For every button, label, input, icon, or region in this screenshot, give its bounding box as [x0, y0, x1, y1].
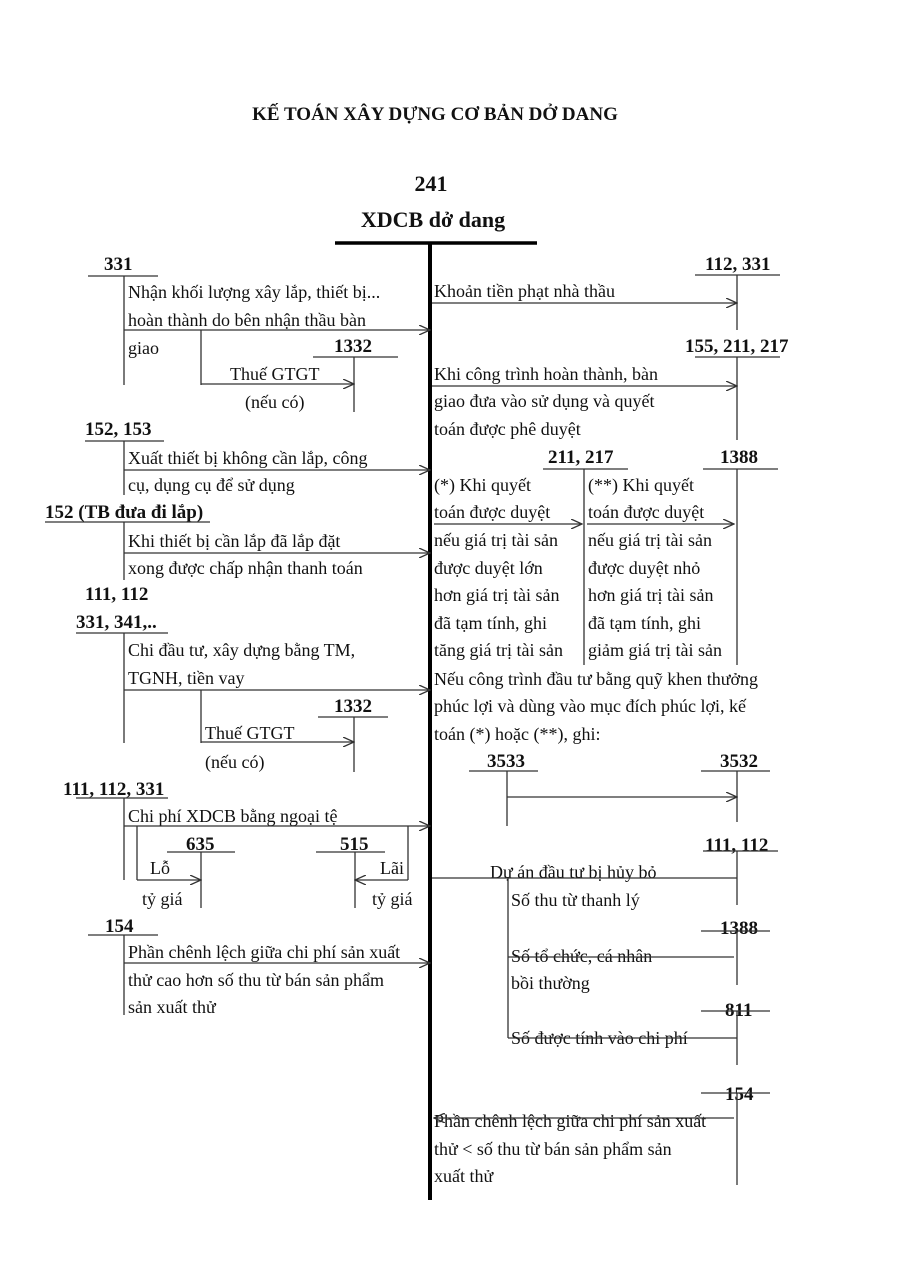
- entry-text: hoàn thành do bên nhận thầu bàn: [128, 310, 366, 330]
- entry-text: Chi phí XDCB bằng ngoại tệ: [128, 806, 338, 826]
- page-title: KẾ TOÁN XÂY DỰNG CƠ BẢN DỞ DANG: [252, 103, 618, 125]
- entry-text: Phần chênh lệch giữa chi phí sản xuất: [434, 1111, 706, 1131]
- entry-text: cụ, dụng cụ để sử dụng: [128, 475, 295, 495]
- entry-text: phúc lợi và dùng vào mục đích phúc lợi, …: [434, 696, 747, 716]
- account-label: 111, 112, 331: [63, 779, 164, 800]
- account-label: 111, 112: [85, 584, 148, 605]
- entry-text: xuất thử: [434, 1166, 494, 1186]
- account-label: 331: [104, 254, 133, 275]
- entry-foreign-currency: 111, 112, 331 Chi phí XDCB bằng ngoại tệ…: [63, 779, 430, 909]
- entry-text: toán (*) hoặc (**), ghi:: [434, 724, 600, 745]
- entry-text: (*) Khi quyết: [434, 475, 531, 496]
- entry-text: xong được chấp nhận thanh toán: [128, 558, 363, 578]
- entry-welfare-fund: Nếu công trình đầu tư bằng quỹ khen thưở…: [434, 669, 770, 826]
- entry-text: thử cao hơn số thu từ bán sản phẩm: [128, 970, 384, 990]
- entry-text: Xuất thiết bị không cần lắp, công: [128, 448, 367, 468]
- entry-text: đã tạm tính, ghi: [588, 613, 701, 633]
- entry-text: Số thu từ thanh lý: [511, 890, 640, 910]
- entry-text: thử < số thu từ bán sản phẩm sản: [434, 1139, 672, 1159]
- account-label: 3532: [720, 751, 758, 772]
- account-label: 1388: [720, 447, 758, 468]
- entry-text: được duyệt nhỏ: [588, 558, 700, 578]
- account-label: 3533: [487, 751, 525, 772]
- account-label: 635: [186, 834, 215, 855]
- account-label: 1332: [334, 696, 372, 717]
- main-account-name: XDCB dở dang: [361, 207, 505, 232]
- entry-text: (**) Khi quyết: [588, 475, 694, 496]
- entry-text: đã tạm tính, ghi: [434, 613, 547, 633]
- account-label: 112, 331: [705, 254, 770, 275]
- entry-text: giao đưa vào sử dụng và quyết: [434, 391, 654, 411]
- entry-text: Nhận khối lượng xây lắp, thiết bị...: [128, 282, 380, 302]
- entry-text: tỷ giá: [142, 889, 183, 909]
- entry-text: Thuế GTGT: [230, 364, 319, 384]
- main-account-number: 241: [415, 171, 448, 196]
- entry-text: Nếu công trình đầu tư bằng quỹ khen thưở…: [434, 669, 758, 689]
- entry-settlement: 211, 217 1388 (*) Khi quyết toán được du…: [434, 447, 778, 665]
- entry-text: nếu giá trị tài sản: [588, 530, 712, 550]
- entry-text: Thuế GTGT: [205, 723, 294, 743]
- account-label: 155, 211, 217: [685, 336, 789, 357]
- entry-text: tăng giá trị tài sản: [434, 640, 563, 660]
- entry-text: toán được duyệt: [588, 502, 704, 522]
- entry-project-cancelled: 111, 112 Dự án đầu tư bị hủy bỏ Số thu t…: [432, 835, 778, 1065]
- entry-152-tb: 152 (TB đưa đi lắp) Khi thiết bị cần lắp…: [45, 502, 430, 580]
- entry-text: tỷ giá: [372, 889, 413, 909]
- entry-text: Khi thiết bị cần lắp đã lắp đặt: [128, 531, 340, 551]
- entry-111-112: 111, 112 331, 341,.. Chi đầu tư, xây dựn…: [76, 584, 430, 773]
- entry-text: sản xuất thử: [128, 997, 217, 1017]
- entry-text: Chi đầu tư, xây dựng bằng TM,: [128, 640, 355, 660]
- account-label: 331, 341,..: [76, 612, 157, 633]
- entry-text: bồi thường: [511, 973, 590, 993]
- entry-text: giảm giá trị tài sản: [588, 640, 722, 660]
- entry-154-right: 154 Phần chênh lệch giữa chi phí sản xuấ…: [434, 1084, 770, 1186]
- entry-text: Lỗ: [150, 858, 170, 878]
- entry-text: Số tổ chức, cá nhân: [511, 946, 652, 966]
- entry-text: TGNH, tiền vay: [128, 668, 244, 688]
- entry-text: (nếu có): [245, 392, 304, 413]
- entry-text: Lãi: [380, 858, 404, 878]
- account-label: 1332: [334, 336, 372, 357]
- entry-text: (nếu có): [205, 752, 264, 773]
- entry-text: hơn giá trị tài sản: [434, 585, 560, 605]
- entry-154-left: 154 Phần chênh lệch giữa chi phí sản xuấ…: [88, 916, 430, 1017]
- entry-text: Dự án đầu tư bị hủy bỏ: [490, 862, 657, 882]
- entry-text: Khoản tiền phạt nhà thầu: [434, 281, 615, 301]
- account-label: 211, 217: [548, 447, 614, 468]
- entry-331: 331 Nhận khối lượng xây lắp, thiết bị...…: [88, 254, 430, 413]
- entry-152-153: 152, 153 Xuất thiết bị không cần lắp, cô…: [85, 419, 430, 495]
- account-label: 515: [340, 834, 369, 855]
- entry-text: hơn giá trị tài sản: [588, 585, 714, 605]
- account-label: 152 (TB đưa đi lắp): [45, 502, 203, 523]
- entry-text: Phần chênh lệch giữa chi phí sản xuất: [128, 942, 400, 962]
- entry-155-211-217: 155, 211, 217 Khi công trình hoàn thành,…: [432, 336, 789, 440]
- account-label: 1388: [720, 918, 758, 939]
- account-label: 152, 153: [85, 419, 152, 440]
- account-label: 154: [725, 1084, 754, 1105]
- entry-text: được duyệt lớn: [434, 558, 543, 578]
- entry-text: toán được phê duyệt: [434, 419, 581, 439]
- entry-text: toán được duyệt: [434, 502, 550, 522]
- entry-112-331: 112, 331 Khoản tiền phạt nhà thầu: [432, 254, 780, 330]
- entry-text: giao: [128, 338, 159, 358]
- account-label: 154: [105, 916, 134, 937]
- entry-text: Khi công trình hoàn thành, bàn: [434, 364, 658, 384]
- entry-text: nếu giá trị tài sản: [434, 530, 558, 550]
